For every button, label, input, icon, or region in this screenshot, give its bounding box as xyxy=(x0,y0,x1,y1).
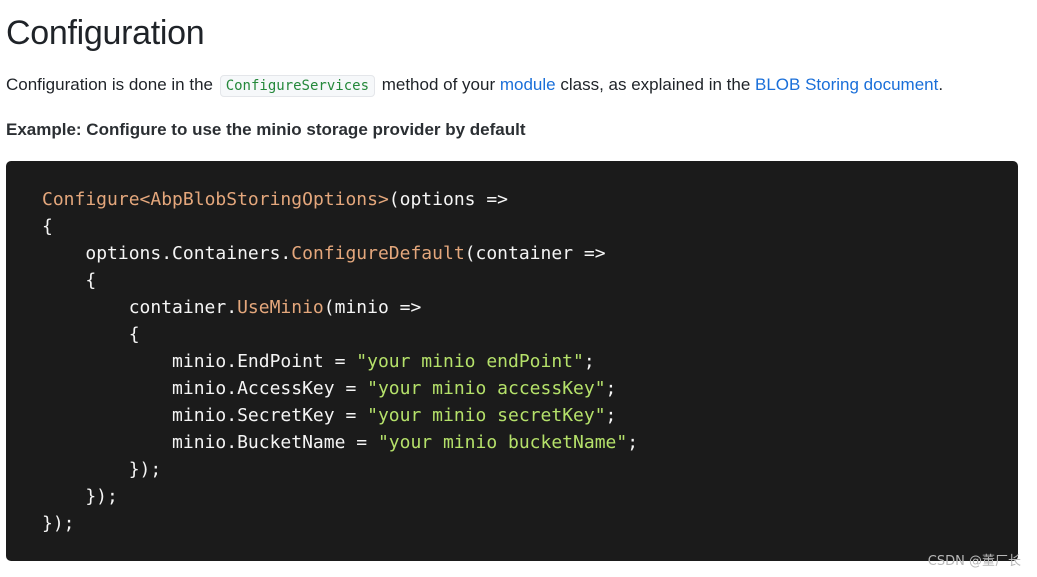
page-heading: Configuration xyxy=(6,14,205,52)
code-line-4: { xyxy=(42,270,97,291)
code-token-semicolon: ; xyxy=(605,378,617,399)
code-token-plain: (options => xyxy=(388,189,509,210)
code-line-8: minio.AccessKey = "your minio accessKey"… xyxy=(42,378,616,399)
code-token-plain: (container => xyxy=(464,243,606,264)
code-line-9: minio.SecretKey = "your minio secretKey"… xyxy=(42,405,616,426)
code-indent xyxy=(42,243,85,264)
code-token-plain: (minio => xyxy=(323,297,422,318)
intro-text-2: method of your xyxy=(377,75,500,94)
code-token-plain: minio.BucketName = xyxy=(172,432,378,453)
code-token-plain: minio.EndPoint = xyxy=(172,351,357,372)
code-block: Configure<AbpBlobStoringOptions>(options… xyxy=(6,161,1018,561)
code-string-access-key: "your minio accessKey" xyxy=(367,378,606,399)
code-string-secret-key: "your minio secretKey" xyxy=(367,405,606,426)
code-indent xyxy=(42,432,172,453)
code-token-plain: options.Containers. xyxy=(85,243,292,264)
code-line-12: }); xyxy=(42,486,118,507)
module-link[interactable]: module xyxy=(499,75,556,94)
intro-text-1: Configuration is done in the xyxy=(6,75,218,94)
code-token-configure: Configure xyxy=(42,189,140,210)
code-token-plain: minio.SecretKey = xyxy=(172,405,368,426)
code-line-6: { xyxy=(42,324,140,345)
code-token-options-type: <AbpBlobStoringOptions> xyxy=(139,189,389,210)
code-indent xyxy=(42,297,129,318)
code-string-bucket-name: "your minio bucketName" xyxy=(377,432,628,453)
code-token-semicolon: ; xyxy=(627,432,639,453)
code-line-3: options.Containers.ConfigureDefault(cont… xyxy=(42,243,606,264)
code-line-1: Configure<AbpBlobStoringOptions>(options… xyxy=(42,189,508,210)
csdn-watermark: CSDN @董厂长 xyxy=(927,554,1021,569)
inline-code-configure-services: ConfigureServices xyxy=(219,75,375,97)
blob-storing-document-link[interactable]: BLOB Storing document xyxy=(755,75,939,94)
code-line-7: minio.EndPoint = "your minio endPoint"; xyxy=(42,351,595,372)
code-indent xyxy=(42,378,172,399)
code-line-11: }); xyxy=(42,459,162,480)
example-title: Example: Configure to use the minio stor… xyxy=(6,120,526,139)
code-content: Configure<AbpBlobStoringOptions>(options… xyxy=(42,186,1018,537)
code-line-5: container.UseMinio(minio => xyxy=(42,297,422,318)
intro-text-3: class, as explained in the xyxy=(555,75,756,94)
intro-paragraph: Configuration is done in the ConfigureSe… xyxy=(6,72,943,99)
code-string-endpoint: "your minio endPoint" xyxy=(356,351,584,372)
code-token-plain: minio.AccessKey = xyxy=(172,378,368,399)
code-line-2: { xyxy=(42,216,53,237)
code-indent xyxy=(42,351,172,372)
code-token-use-minio: UseMinio xyxy=(237,297,324,318)
code-indent xyxy=(42,405,172,426)
code-token-plain: container. xyxy=(128,297,238,318)
code-token-semicolon: ; xyxy=(583,351,595,372)
code-token-semicolon: ; xyxy=(605,405,617,426)
code-token-configure-default: ConfigureDefault xyxy=(291,243,465,264)
intro-text-4: . xyxy=(938,75,944,94)
code-line-10: minio.BucketName = "your minio bucketNam… xyxy=(42,432,638,453)
code-line-13: }); xyxy=(42,513,75,534)
